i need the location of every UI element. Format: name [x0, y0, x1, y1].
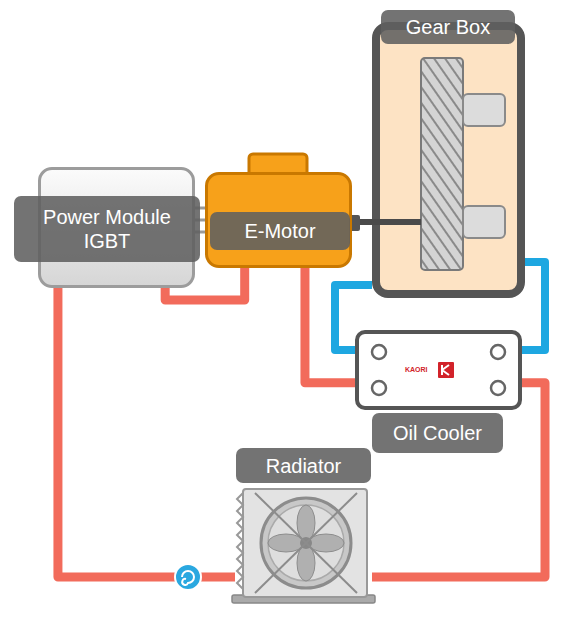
- node-label: E-Motor: [244, 219, 315, 243]
- label-tab: Radiator: [236, 448, 371, 483]
- label-tab: Oil Cooler: [372, 413, 503, 453]
- radiator-box: Radiator: [235, 485, 372, 605]
- cooler-ports: [359, 334, 526, 414]
- node-label: Radiator: [266, 454, 342, 478]
- gearbox-housing: Gear Box: [372, 22, 525, 298]
- e-motor-box: E-Motor: [205, 172, 352, 268]
- oil-cooler-box: Oil Cooler: [355, 330, 522, 410]
- pump-symbol: [175, 564, 201, 590]
- coolant-pipe: [372, 383, 545, 577]
- label-tab: E-Motor: [210, 212, 350, 250]
- power-module-box: Power Module IGBT: [38, 167, 195, 288]
- brand-mark: KAORI: [405, 366, 428, 373]
- node-label: Gear Box: [406, 15, 490, 39]
- radiator-illustration: [235, 485, 372, 607]
- coolant-pipe: [58, 288, 235, 577]
- gear-illustration: [380, 30, 517, 290]
- node-label: Power Module IGBT: [32, 205, 182, 253]
- oil-pipe: [522, 262, 545, 350]
- label-tab: Power Module IGBT: [14, 196, 200, 262]
- label-tab: Gear Box: [381, 10, 515, 44]
- node-label: Oil Cooler: [393, 421, 482, 445]
